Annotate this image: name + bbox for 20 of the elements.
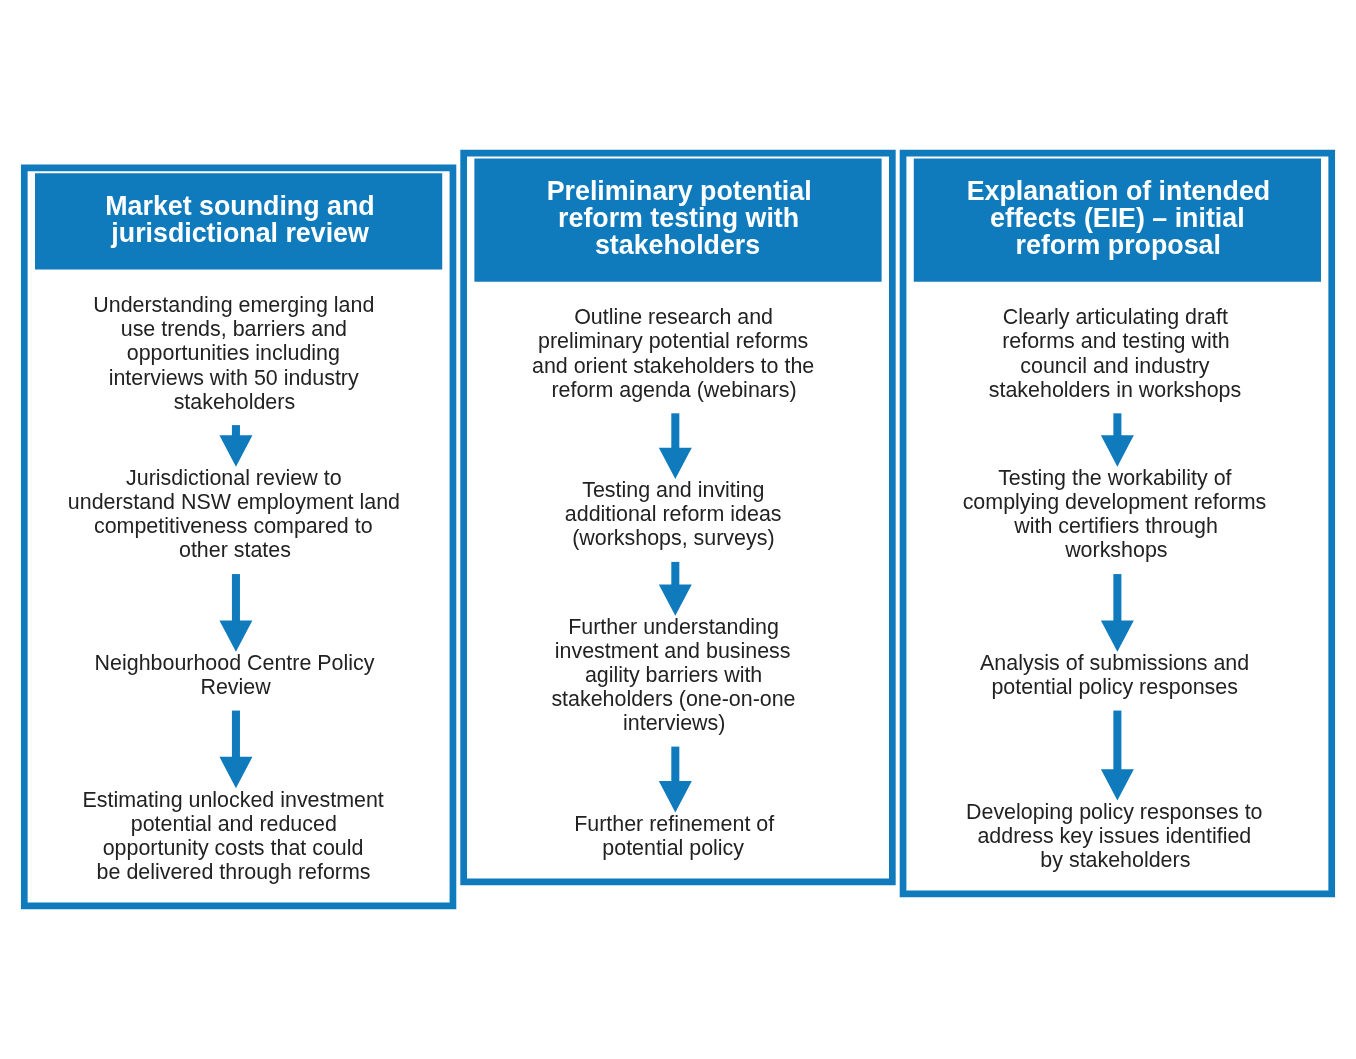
arrow — [658, 413, 692, 480]
arrow — [1100, 413, 1134, 467]
node-text: Clearly articulating draft reforms and testing with council and industry stakeholders in workshops — [988, 305, 1242, 402]
node-text: Analysis of submissions and potential policy responses — [980, 650, 1250, 699]
node-text: Estimating unlocked investment potential and reduced opportunity costs that could be delivered through reforms — [82, 787, 384, 884]
arrow — [1100, 710, 1134, 801]
node-text: Testing the workability of complying development reforms with certifiers through workshops — [962, 466, 1267, 563]
node-text: Neighbourhood Centre Policy Review — [94, 650, 375, 699]
node-text: Jurisdictional review to understand NSW employment land competitiveness compared to other states — [67, 466, 401, 563]
node-text: Understanding emerging land use trends, barriers and opportunities including interviews with 50 industry stakeholders — [93, 293, 375, 414]
arrow — [658, 746, 692, 813]
node-text: Further understanding investment and business agility barriers with stakeholders (one-on-one interviews) — [551, 614, 796, 736]
node-text: Further refinement of potential policy — [574, 811, 775, 860]
node-text: Outline research and preliminary potential reforms and orient stakeholders to the reform agenda (webinars) — [531, 305, 815, 402]
arrow — [658, 561, 692, 616]
arrow — [219, 710, 253, 789]
node-text: Developing policy responses to address key issues identified by stakeholders — [966, 799, 1263, 872]
node-text: Testing and inviting additional reform ideas (workshops, surveys) — [564, 478, 782, 551]
arrow — [1100, 574, 1134, 652]
arrow — [219, 574, 253, 652]
